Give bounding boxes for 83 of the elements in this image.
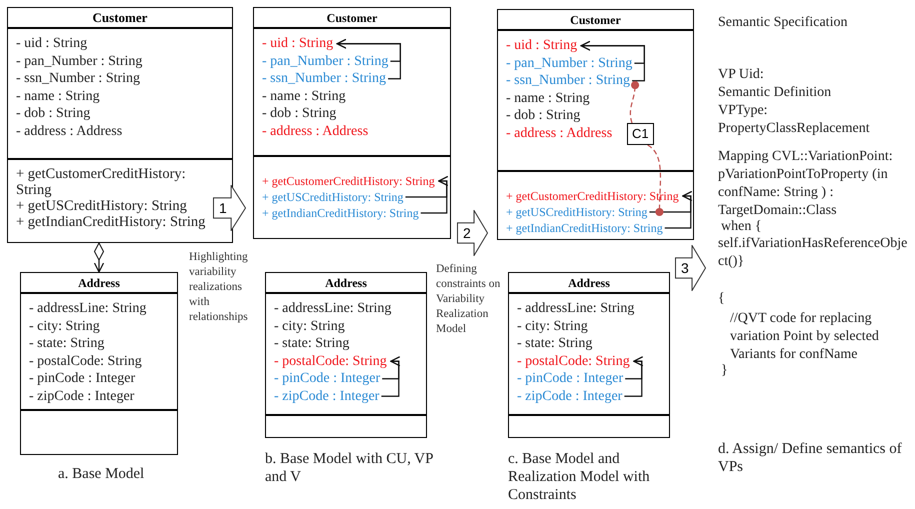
class-attribute: - state: String	[274, 335, 352, 352]
class-attribute: - addressLine: String	[517, 300, 636, 318]
uml-class-box	[508, 272, 670, 438]
class-attribute: - uid : String	[16, 35, 90, 52]
uml-class-box	[20, 272, 178, 455]
text-label: Semantic Definition	[718, 84, 832, 102]
class-name: Customer	[92, 8, 148, 27]
class-operation: + getCustomerCreditHistory: String	[262, 173, 437, 189]
class-attribute: - address : Address	[506, 124, 614, 142]
text-label: b. Base Model with CU, VP and V	[265, 450, 434, 486]
class-attribute: - pan_Number : String	[506, 54, 634, 72]
class-attribute: - pan_Number : String	[16, 52, 144, 70]
class-attribute: - zipCode : Integer	[274, 388, 382, 405]
class-attribute: - pinCode : Integer	[274, 370, 382, 388]
class-attribute: - dob : String	[16, 105, 92, 122]
class-attribute: - pinCode : Integer	[517, 370, 626, 388]
text-label: }	[721, 362, 729, 380]
class-attribute: - dob : String	[262, 105, 338, 122]
text-label: d. Assign/ Define semantics of VPs	[718, 440, 903, 476]
class-attribute: - uid : String	[262, 35, 336, 52]
text-label: VP Uid:	[718, 66, 765, 84]
text-label: //QVT code for replacing variation Point by selected Variants for confName	[730, 310, 880, 364]
class-attribute: - city: String	[29, 318, 102, 335]
connector-arrow	[580, 40, 645, 82]
uml-class-box	[265, 272, 427, 438]
text-label: c. Base Model and Realization Model with Constraints	[508, 450, 651, 504]
class-attribute: - dob : String	[506, 107, 582, 124]
class-attribute: - ssn_Number : String	[506, 72, 632, 90]
class-attribute: - city: String	[274, 318, 347, 335]
class-attribute: - postalCode: String	[274, 352, 389, 370]
class-attribute: - pan_Number : String	[262, 52, 390, 70]
class-name: Customer	[326, 10, 378, 26]
class-operation: + getIndianCreditHistory: String	[16, 214, 208, 230]
connector-arrow	[381, 356, 400, 397]
class-attribute: - state: String	[29, 335, 106, 352]
class-name: Address	[568, 274, 610, 292]
class-attribute: - zipCode : Integer	[29, 388, 136, 405]
step-arrow: 2	[457, 210, 488, 256]
class-attribute: - postalCode: String	[517, 352, 632, 370]
text-label: self.ifVariationHasReferenceObject()}	[718, 235, 908, 271]
step-description: Highlighting variability realizations with relationships	[189, 250, 249, 325]
class-attribute: - name : String	[506, 90, 592, 107]
text-label: VPType: PropertyClassReplacement	[718, 102, 871, 138]
constraint-link	[630, 81, 640, 124]
step-arrow: 1	[213, 185, 246, 231]
constraint-link	[647, 144, 664, 216]
class-name: Address	[78, 274, 120, 292]
class-attribute: - zipCode : Integer	[517, 388, 624, 405]
class-operation: + getIndianCreditHistory: String	[262, 205, 421, 221]
connector-arrow	[624, 356, 644, 397]
class-attribute: - addressLine: String	[274, 300, 394, 318]
class-name: Address	[325, 274, 367, 292]
class-attribute: - address : Address	[16, 122, 124, 140]
class-attribute: - city: String	[517, 318, 590, 335]
class-attribute: - ssn_Number : String	[16, 70, 142, 88]
class-operation: + getUSCreditHistory: String	[16, 198, 189, 214]
connector-arrow	[664, 190, 692, 229]
connector-arrow	[336, 38, 401, 80]
constraint-box: C1	[627, 123, 654, 145]
connector-arrow	[420, 176, 448, 214]
class-attribute: - state: String	[517, 335, 594, 352]
class-attribute: - postalCode: String	[29, 352, 144, 370]
class-attribute: - address : Address	[262, 122, 370, 140]
text-label: when {	[721, 218, 763, 236]
class-name: Customer	[570, 12, 621, 28]
class-attribute: - name : String	[16, 88, 102, 105]
class-attribute: - name : String	[262, 88, 348, 105]
class-attribute: - pinCode : Integer	[29, 370, 138, 388]
uml-class-box	[253, 7, 451, 239]
step-description: Defining constraints on Variability Realization Model	[436, 262, 502, 337]
text-label: Semantic Specification	[718, 14, 848, 32]
text-label: a. Base Model	[58, 465, 146, 483]
connector-arrow	[94, 242, 104, 273]
step-arrow: 3	[675, 245, 706, 291]
class-attribute: - uid : String	[506, 37, 580, 54]
class-operation: + getIndianCreditHistory: String	[506, 220, 665, 236]
class-operation: + getCustomerCreditHistory: String	[506, 188, 681, 204]
class-attribute: - addressLine: String	[29, 300, 148, 318]
uml-class-box	[497, 9, 694, 240]
class-operation: + getUSCreditHistory: String	[506, 204, 650, 220]
class-operation: + getUSCreditHistory: String	[262, 189, 406, 205]
text-label: {	[718, 290, 726, 308]
class-attribute: - ssn_Number : String	[262, 70, 388, 88]
